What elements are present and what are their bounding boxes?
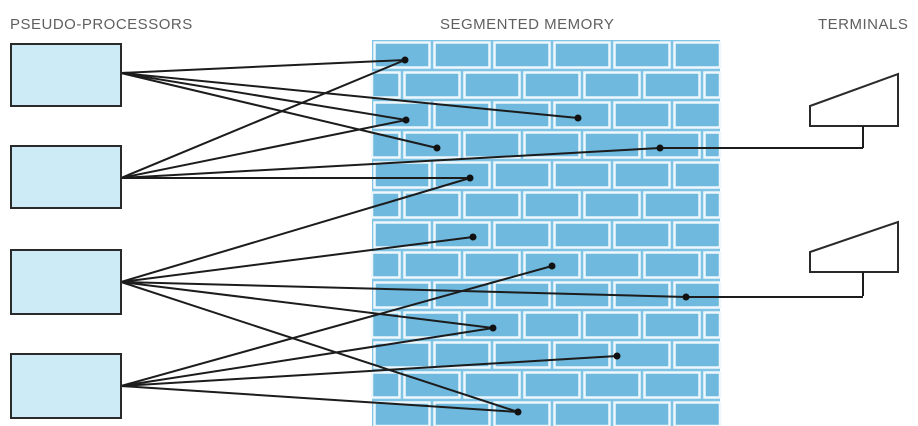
connection-line-10 [120,236,474,283]
access-point-i [682,293,690,301]
connection-line-14 [120,265,553,387]
access-point-j [489,324,497,332]
connection-line-9 [120,177,471,283]
connection-line-16 [120,355,618,387]
connection-line-5 [120,59,406,179]
access-point-f [466,174,474,182]
connection-line-12 [120,281,494,329]
connection-line-4 [120,72,438,149]
access-point-b [574,114,582,122]
access-point-d [433,144,441,152]
access-point-e [656,144,664,152]
connection-line-1 [120,59,406,74]
access-point-g [469,233,477,241]
terminals [809,72,899,296]
terminal-2 [809,220,899,296]
processor-3 [10,249,122,315]
access-point-k [613,352,621,360]
access-point-a [401,56,409,64]
connection-line-17 [120,385,519,413]
segmented-memory-label: SEGMENTED MEMORY [440,16,615,33]
connection-line-13 [120,281,519,413]
connection-line-6 [120,119,407,179]
connection-line-2 [120,72,579,119]
terminals-label: TERMINALS [818,16,909,33]
access-point-l [514,408,522,416]
processor-1 [10,43,122,107]
terminal-1 [809,72,899,148]
memory-access-points [401,56,690,416]
processor-4 [10,353,122,419]
memory-segments [370,41,722,426]
processor-2 [10,145,122,209]
access-point-h [548,262,556,270]
connection-line-3 [120,72,407,121]
connection-line-11 [120,281,687,298]
pseudo-processors [10,43,122,419]
connection-line-7 [120,147,661,179]
connection-line-15 [120,327,494,387]
pseudo-processors-label: PSEUDO-PROCESSORS [10,16,193,33]
connections [120,59,863,413]
access-point-c [402,116,410,124]
